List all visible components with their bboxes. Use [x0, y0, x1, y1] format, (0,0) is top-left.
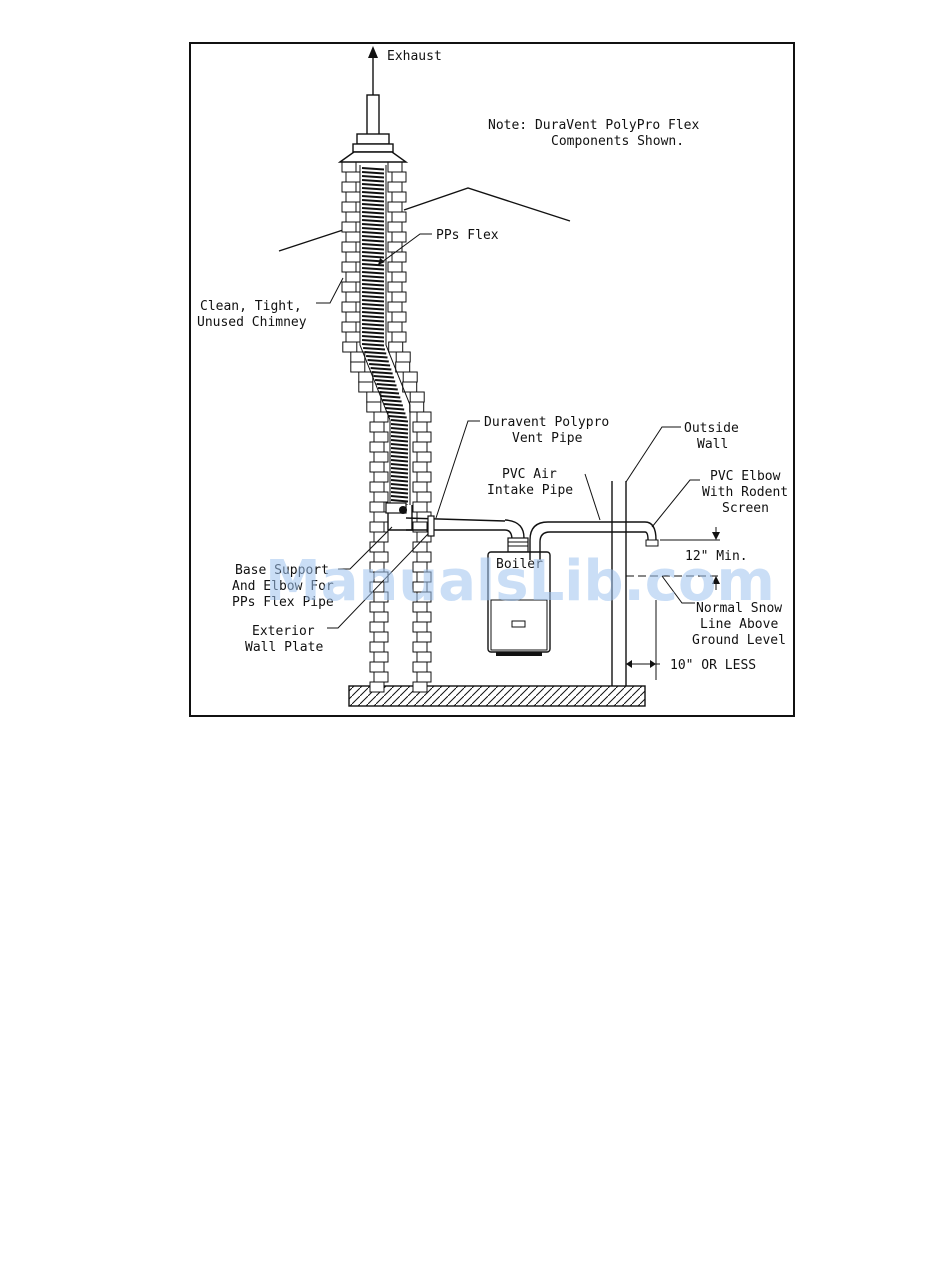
label-chimney-line1: Clean, Tight, — [200, 299, 302, 314]
label-elbow-line2: With Rodent — [702, 485, 788, 500]
roof-line-right — [403, 187, 571, 222]
label-plate-line1: Exterior — [252, 624, 315, 639]
pvc-intake-pipe — [529, 521, 659, 560]
label-pps-flex: PPs Flex — [436, 228, 499, 243]
chimney-bricks — [341, 161, 432, 693]
exhaust-cap — [337, 94, 409, 163]
label-elbow-line3: Screen — [722, 501, 769, 516]
label-boiler: Boiler — [496, 557, 543, 572]
label-exhaust: Exhaust — [387, 49, 442, 64]
boiler — [487, 551, 551, 656]
label-outside-line1: Outside — [684, 421, 739, 436]
exterior-wall-plate — [427, 515, 435, 537]
label-base-line1: Base Support — [235, 563, 329, 578]
label-note-line2: Components Shown. — [551, 134, 684, 149]
dimension-markers — [626, 527, 720, 680]
ground-slab — [348, 685, 646, 707]
label-ten-or-less: 10" OR LESS — [670, 658, 756, 673]
label-intake-line2: Intake Pipe — [487, 483, 573, 498]
label-base-line3: PPs Flex Pipe — [232, 595, 334, 610]
roof-line-left — [278, 229, 344, 252]
outside-wall — [611, 481, 627, 686]
label-vent-line1: Duravent Polypro — [484, 415, 609, 430]
leader-lines — [316, 233, 700, 629]
polypro-vent-pipe — [405, 517, 529, 553]
label-plate-line2: Wall Plate — [245, 640, 323, 655]
label-intake-line1: PVC Air — [502, 467, 557, 482]
label-outside-line2: Wall — [697, 437, 728, 452]
label-snow-line2: Line Above — [700, 617, 778, 632]
pps-flex-liner — [361, 167, 409, 507]
base-support-elbow — [385, 502, 413, 531]
label-note-line1: Note: DuraVent PolyPro Flex — [488, 118, 699, 133]
label-elbow-line1: PVC Elbow — [710, 469, 781, 484]
watermark: ManualsLib.com — [265, 549, 775, 614]
label-base-line2: And Elbow For — [232, 579, 334, 594]
label-chimney-line2: Unused Chimney — [197, 315, 307, 330]
label-snow-line1: Normal Snow — [696, 601, 782, 616]
label-vent-line2: Vent Pipe — [512, 431, 583, 446]
liner-outline-right — [385, 165, 411, 510]
label-min-12: 12" Min. — [685, 549, 748, 564]
liner-outline-left — [359, 165, 391, 510]
exhaust-arrowhead — [368, 46, 378, 58]
label-snow-line3: Ground Level — [692, 633, 786, 648]
